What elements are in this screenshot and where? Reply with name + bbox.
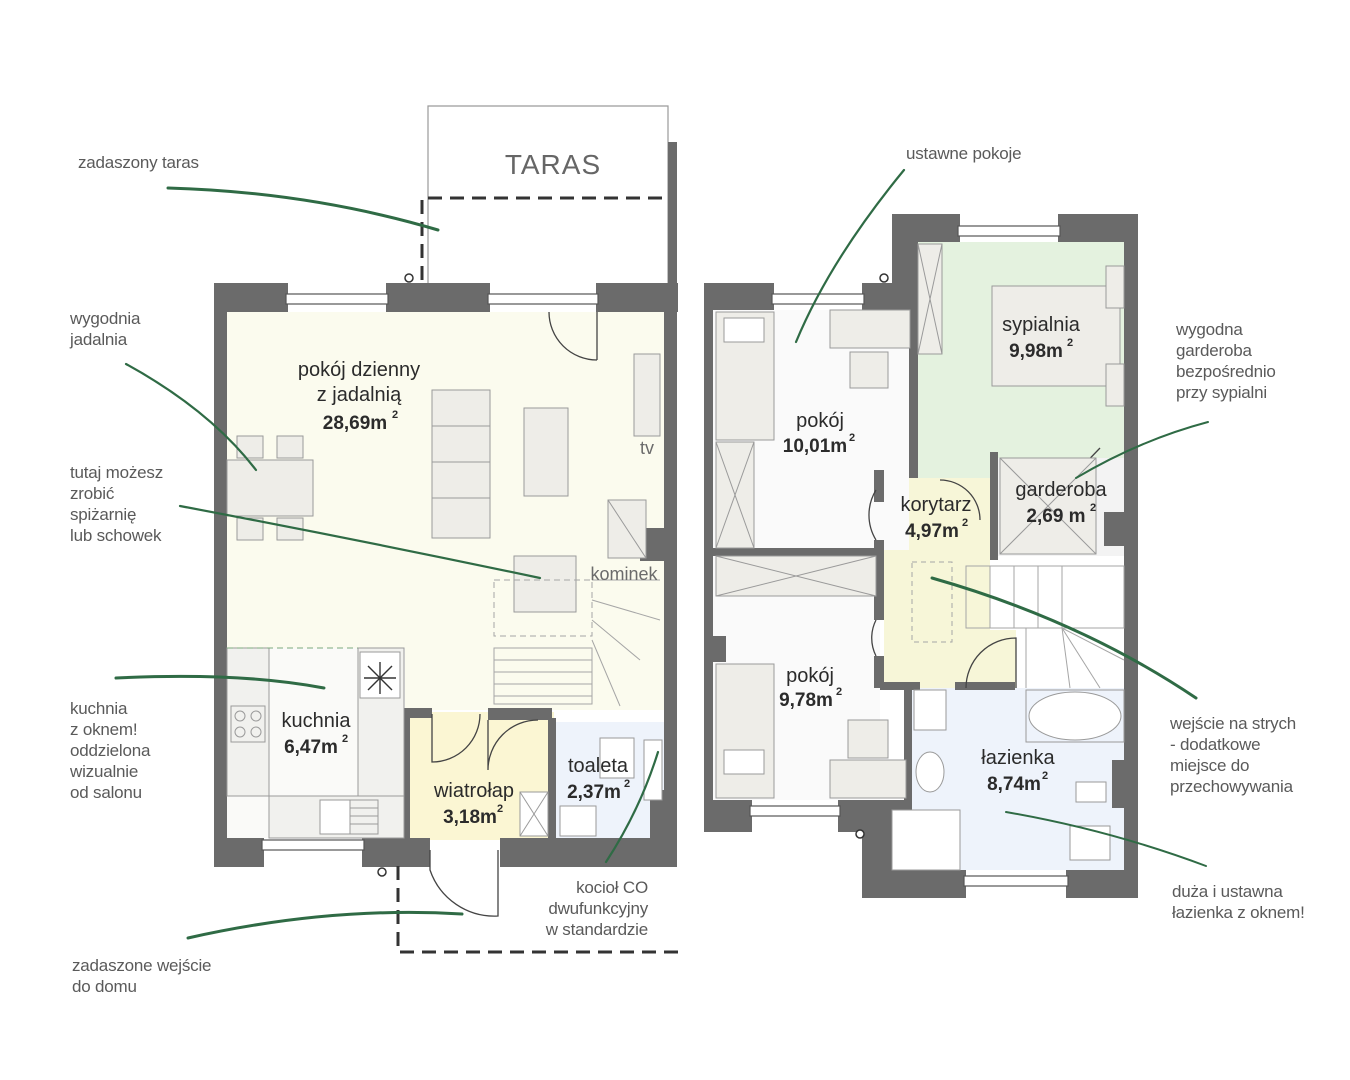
- room2-area: 9,78m: [779, 690, 833, 711]
- corridor-floor-2: [966, 630, 1016, 688]
- bathroom-name: łazienka: [981, 747, 1055, 769]
- corridor-area-sup: 2: [962, 517, 968, 529]
- terrace: [427, 105, 669, 283]
- annotation-covered-entrance: zadaszone wejście do domu: [72, 956, 212, 996]
- first-floor-furniture: [715, 243, 1125, 799]
- wardrobe-area-sup: 2: [1090, 502, 1096, 514]
- bedroom-area: 9,98m: [1009, 341, 1063, 362]
- kitchen-area-sup: 2: [342, 733, 348, 745]
- bedroom-name: sypialnia: [1002, 314, 1081, 336]
- room1-name: pokój: [796, 410, 844, 432]
- room2-name: pokój: [786, 665, 834, 687]
- terrace-wall: [668, 142, 677, 290]
- lamp-markers-first: [855, 273, 889, 839]
- room1-area: 10,01m: [783, 436, 847, 457]
- bathroom-area-sup: 2: [1042, 770, 1048, 782]
- fireplace-label: kominek: [590, 564, 658, 584]
- annotation-kitchen-window: kuchnia z oknem! oddzielona wizualnie od…: [70, 699, 151, 802]
- annotation-pantry: tutaj możesz zrobić spiżarnię lub schowe…: [70, 463, 164, 545]
- living-furniture: [226, 353, 661, 613]
- ground-floor-windows: [261, 293, 599, 851]
- living-room-area: 28,69m: [323, 413, 387, 434]
- living-room-name-2: z jadalnią: [317, 384, 402, 406]
- annotation-dining: wygodnia jadalnia: [70, 309, 141, 349]
- first-floor-windows: [749, 225, 1069, 887]
- terrace-label: TARAS: [505, 149, 601, 180]
- bathroom-area: 8,74m: [987, 774, 1041, 795]
- kitchen-furniture: [226, 647, 405, 839]
- annotation-boiler: kocioł CO dwufunkcyjny w standardzie: [545, 878, 648, 939]
- bathroom-fixtures: [891, 689, 1125, 871]
- annotation-leaders: [114, 168, 1209, 940]
- kitchen-name: kuchnia: [282, 710, 352, 732]
- terrace-roof-outline: [420, 196, 670, 280]
- toilet-area: 2,37m: [567, 782, 621, 803]
- vestibule-name: wiatrołap: [433, 780, 514, 802]
- living-room-name: pokój dzienny: [298, 359, 420, 381]
- room2-area-sup: 2: [836, 686, 842, 698]
- annotation-covered-terrace: zadaszony taras: [78, 153, 199, 172]
- annotation-walk-in-wardrobe: wygodna garderoba bezpośrednio przy sypi…: [1176, 320, 1276, 402]
- wardrobe-name: garderoba: [1015, 479, 1107, 501]
- staircase-ground: [493, 579, 661, 707]
- annotation-rooms-layout: ustawne pokoje: [906, 144, 1022, 163]
- toilet-fixtures: [519, 737, 663, 837]
- kitchen-area: 6,47m: [284, 737, 338, 758]
- ground-floor-doors: [429, 311, 598, 917]
- vestibule-area: 3,18m: [443, 807, 497, 828]
- corridor-name: korytarz: [900, 494, 971, 516]
- toilet-name: toaleta: [568, 755, 629, 777]
- annotation-bathroom-window: duża i ustawna łazienka z oknem!: [1172, 882, 1305, 922]
- bedroom-area-sup: 2: [1067, 337, 1073, 349]
- vestibule-area-sup: 2: [497, 803, 503, 815]
- entrance-canopy: [396, 866, 680, 954]
- snowflake-icon: [364, 662, 396, 694]
- lamp-markers: [377, 273, 414, 877]
- tv-label: tv: [640, 438, 654, 458]
- living-room-area-sup: 2: [392, 409, 398, 421]
- room1-area-sup: 2: [849, 432, 855, 444]
- annotation-attic: wejście na strych - dodatkowe miejsce do…: [1170, 714, 1297, 796]
- toilet-area-sup: 2: [624, 778, 630, 790]
- wardrobe-area: 2,69 m: [1026, 506, 1085, 527]
- corridor-area: 4,97m: [905, 521, 959, 542]
